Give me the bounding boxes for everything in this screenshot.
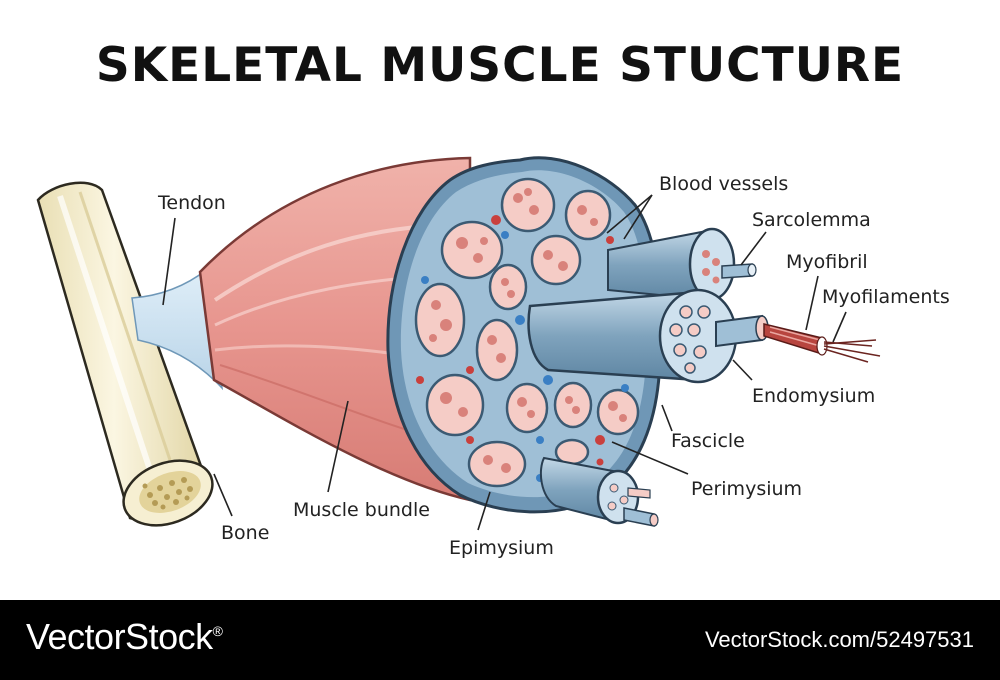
blood-vessels: [416, 215, 629, 482]
label-blood-vessels: Blood vessels: [659, 173, 788, 195]
extruded-fascicle-upper: [607, 227, 757, 302]
leader-lines: [162, 194, 847, 531]
muscle-fiber-dots: [429, 188, 627, 473]
bone: [36, 181, 214, 527]
label-endomysium: Endomysium: [752, 385, 875, 407]
footer-image-id: VectorStock.com/52497531: [704, 627, 974, 652]
extruded-fascicle-middle: [527, 288, 881, 384]
myofibril-strand: [763, 323, 828, 356]
label-tendon: Tendon: [157, 192, 226, 214]
registered-mark: ®: [212, 623, 223, 639]
myofilament-strands: [823, 339, 881, 363]
muscle-cross-section: [386, 156, 663, 514]
footer-bar: VectorStock® VectorStock.com/52497531: [0, 600, 1000, 680]
bone-marrow-dots: [142, 477, 193, 510]
brand-name: VectorStock: [26, 616, 213, 657]
label-sarcolemma: Sarcolemma: [752, 209, 871, 231]
label-muscle-bundle: Muscle bundle: [293, 499, 430, 521]
label-myofibril: Myofibril: [786, 251, 868, 273]
label-perimysium: Perimysium: [691, 478, 802, 500]
myofiber-tube: [715, 314, 769, 348]
footer-brand: VectorStock®: [26, 616, 223, 658]
tendon: [131, 268, 224, 391]
label-epimysium: Epimysium: [449, 537, 554, 559]
fascicle-group: [414, 177, 640, 488]
label-myofilaments: Myofilaments: [822, 286, 950, 308]
muscle-diagram: Tendon Bone Muscle bundle Epimysium Bloo…: [36, 156, 950, 559]
page-title: SKELETAL MUSCLE STUCTURE: [95, 38, 905, 93]
diagram-stage: Tendon Bone Muscle bundle Epimysium Bloo…: [36, 156, 950, 559]
label-bone: Bone: [221, 522, 269, 544]
extruded-fascicle-lower: [539, 456, 659, 527]
label-fascicle: Fascicle: [671, 430, 745, 452]
